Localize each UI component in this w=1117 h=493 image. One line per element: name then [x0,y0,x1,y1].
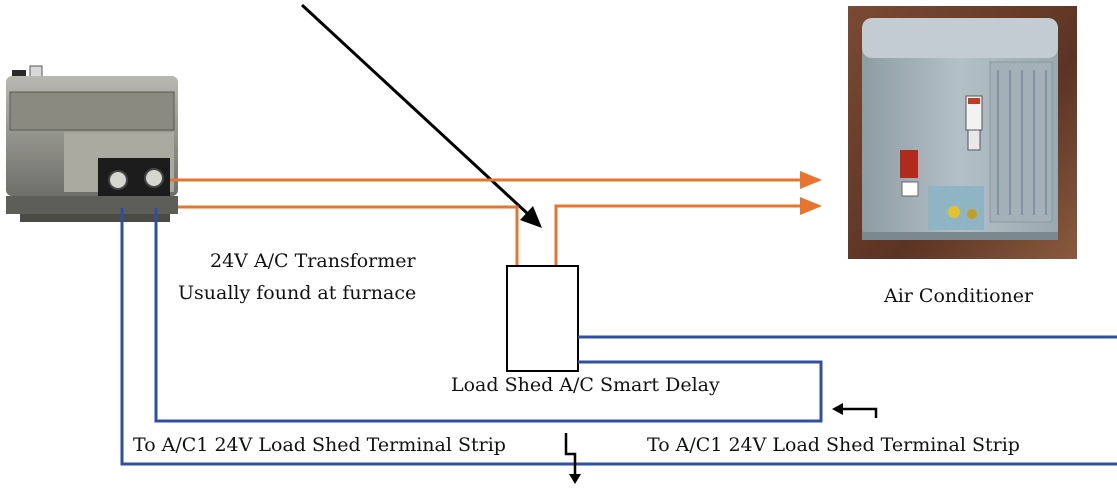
transformer-label: 24V A/C Transformer [210,250,416,272]
blue-wires [120,208,1117,466]
transformer-photo-icon [6,65,178,222]
down-arrowhead [569,474,581,484]
blue-wire-outer-left [120,208,1117,466]
air-conditioner-label: Air Conditioner [884,285,1034,307]
transformer-location-label: Usually found at furnace [178,282,417,304]
blue-wire-inner-left [154,208,823,423]
pointer-arrow-icon [300,3,542,228]
arrowhead-top-orange [800,171,822,189]
air-conditioner-photo-icon [848,6,1077,259]
smart-delay-label: Load Shed A/C Smart Delay [451,374,720,396]
down-arrow-icon [564,433,577,476]
terminal-strip-label-right: To A/C1 24V Load Shed Terminal Strip [647,434,1020,456]
smart-delay-box [506,265,579,372]
return-arrow-icon [838,407,878,418]
terminal-strip-label-left: To A/C1 24V Load Shed Terminal Strip [133,434,506,456]
return-arrowhead-left [832,403,843,415]
orange-wire-to-delay-left [178,205,519,266]
orange-wires [170,178,805,266]
orange-wire-from-delay-right [554,204,805,266]
arrowhead-bottom-orange [800,197,822,215]
